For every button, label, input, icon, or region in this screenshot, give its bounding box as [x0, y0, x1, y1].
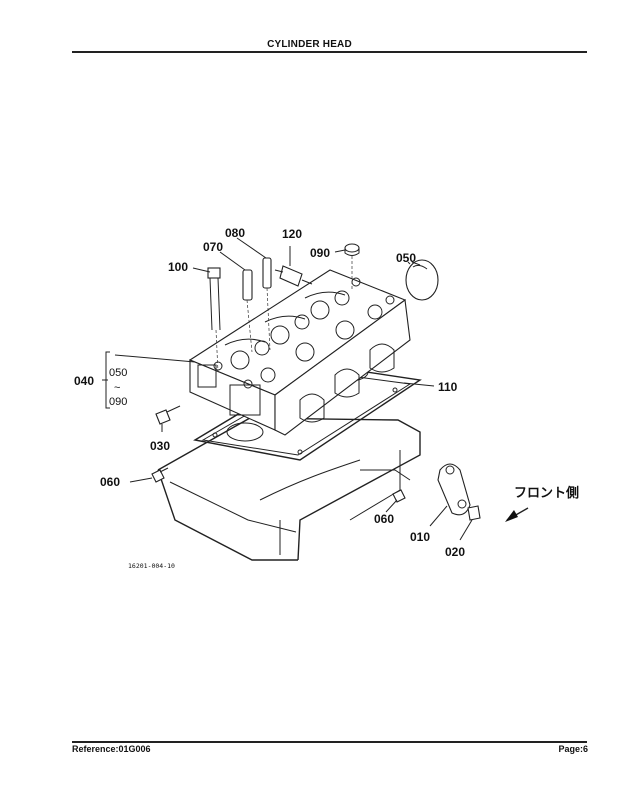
front-side-label: フロント側 — [514, 485, 579, 501]
bolt-030 — [155, 405, 181, 425]
pin-080 — [262, 257, 272, 351]
drawing-code: 16201-004-10 — [128, 562, 175, 570]
label-120: 120 — [282, 227, 302, 241]
footer-page-number: Page:6 — [558, 744, 588, 754]
label-030: 030 — [150, 439, 170, 453]
head-bolt-100 — [207, 267, 221, 373]
sensor-120 — [274, 246, 313, 287]
footer-reference: Reference:01G006 — [72, 744, 151, 754]
label-110: 110 — [438, 380, 458, 394]
label-020: 020 — [445, 545, 465, 559]
page-title: CYLINDER HEAD — [267, 39, 352, 50]
bolt-060-right — [392, 489, 406, 503]
label-060-left: 060 — [100, 475, 120, 489]
footer-rule — [72, 741, 587, 743]
range-tilde: ~ — [114, 382, 120, 394]
label-040: 040 — [74, 374, 94, 388]
plug-050 — [405, 259, 439, 301]
bracket-010 — [437, 463, 471, 516]
leader-lines — [102, 237, 473, 541]
label-100: 100 — [168, 260, 188, 274]
label-090-range: 090 — [109, 396, 127, 408]
cylinder-head — [188, 269, 411, 436]
label-090: 090 — [310, 246, 330, 260]
front-arrow — [505, 507, 529, 522]
sleeve-070 — [242, 269, 253, 353]
label-070: 070 — [203, 240, 223, 254]
label-050: 050 — [396, 251, 416, 265]
header-rule — [72, 51, 587, 53]
washer-090 — [344, 243, 360, 290]
label-010: 010 — [410, 530, 430, 544]
label-080: 080 — [225, 226, 245, 240]
bolt-020 — [467, 505, 481, 521]
bolt-060-left — [151, 467, 169, 483]
label-050-range: 050 — [109, 367, 127, 379]
label-060-right: 060 — [374, 512, 394, 526]
